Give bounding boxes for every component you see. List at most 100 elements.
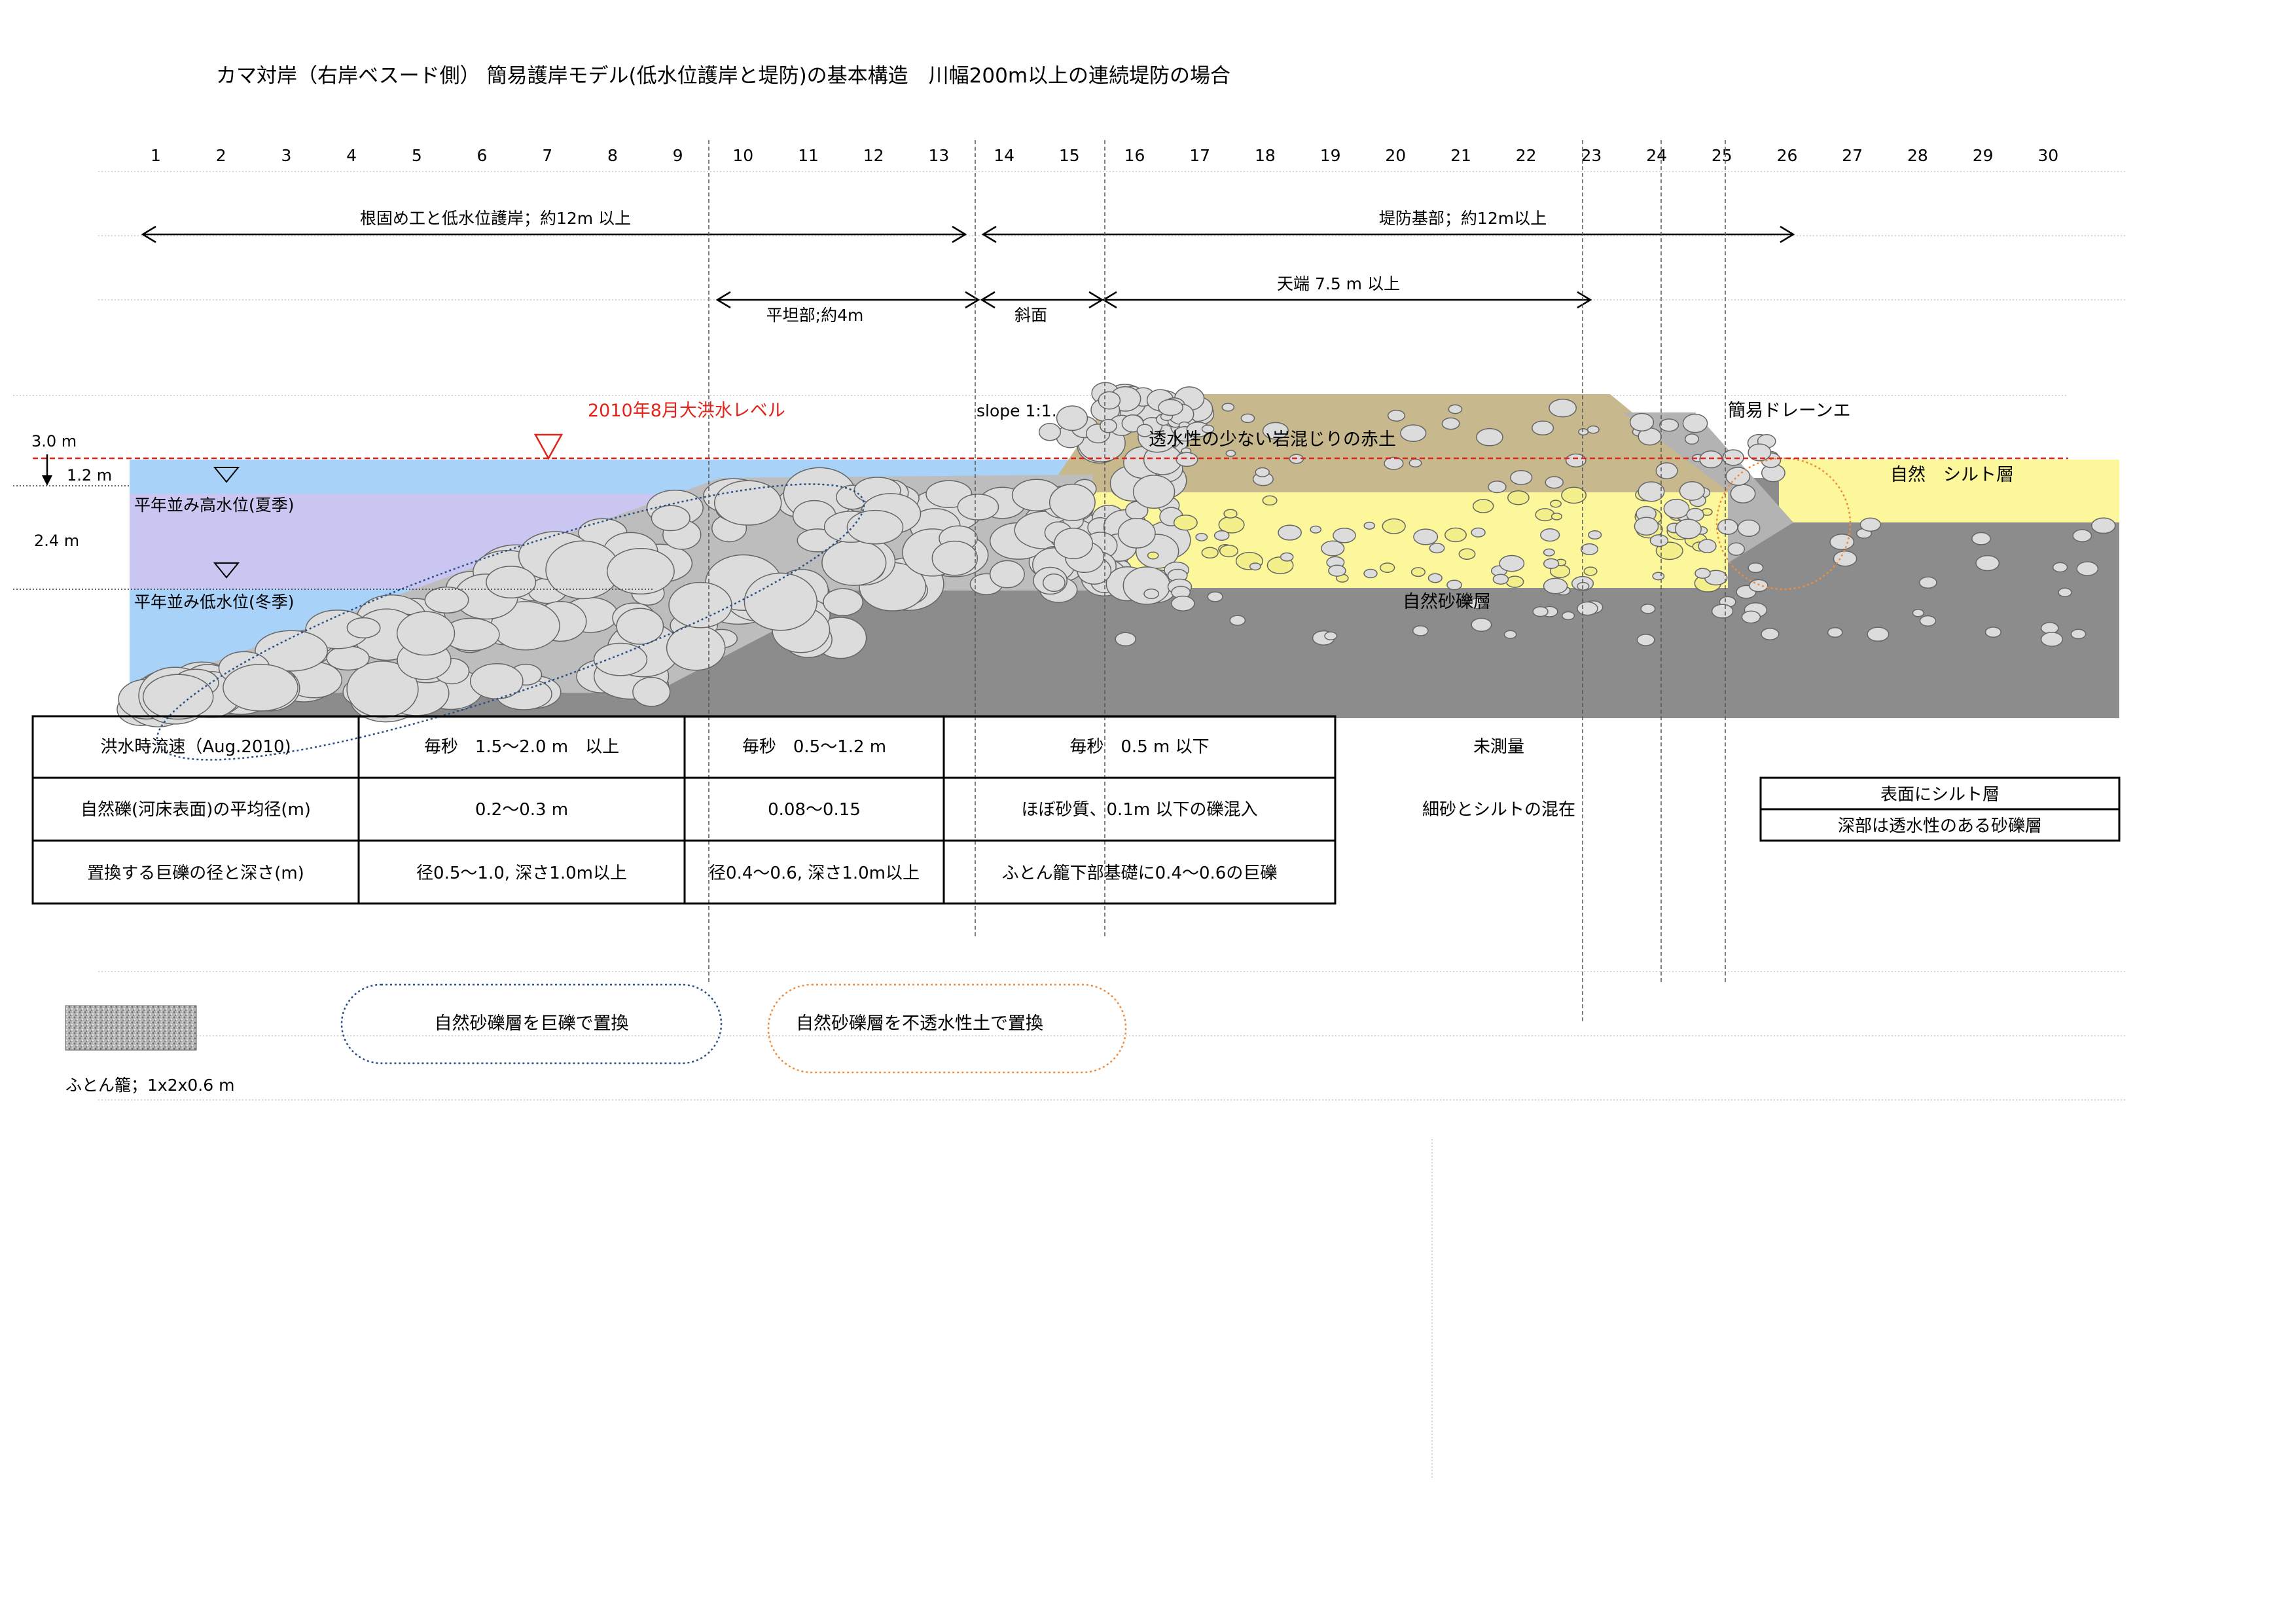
stone [1580, 543, 1599, 555]
stone [1471, 617, 1492, 632]
stone [1833, 551, 1857, 567]
stone [1975, 555, 2000, 572]
column-number: 18 [1255, 146, 1276, 165]
stone [1549, 398, 1577, 418]
stone [1578, 428, 1589, 436]
stone [1448, 404, 1463, 414]
stone [1638, 481, 1665, 502]
stone [1561, 486, 1587, 504]
stone [1122, 566, 1171, 605]
table-row2-c2: 0.08～0.15 [768, 800, 861, 820]
replacement-zone-orange [1715, 457, 1852, 591]
dimension-crest: 天端 7.5 m 以上 [1277, 274, 1400, 293]
height-3m: 3.0 m [31, 432, 77, 450]
stone [1577, 581, 1590, 591]
stone [1695, 568, 1711, 579]
red-soil-label: 透水性の少ない岩混じりの赤土 [1149, 429, 1396, 450]
stone [1223, 509, 1238, 519]
stone [1471, 527, 1486, 538]
stone [1158, 399, 1183, 416]
stone [1488, 481, 1507, 494]
stone [1468, 598, 1486, 610]
stone [1663, 498, 1690, 519]
column-number: 6 [477, 146, 488, 165]
dimension-toe-revetment: 根固め工と低水位護岸；約12m 以上 [360, 209, 631, 228]
table-row3-c1: 径0.5～1.0, 深さ1.0m以上 [416, 864, 627, 883]
stone [1867, 627, 1890, 642]
stone [632, 677, 671, 707]
stone [1324, 631, 1338, 641]
table-row1-c3: 毎秒 0.5 m 以下 [1069, 737, 1209, 757]
legend-blue-zone-label: 自然砂礫層を巨礫で置換 [435, 1013, 629, 1034]
stone [1117, 518, 1156, 549]
stone [1380, 562, 1395, 573]
stone [1543, 548, 1555, 556]
stone [1550, 500, 1562, 508]
stone [424, 586, 469, 614]
column-number: 9 [673, 146, 683, 165]
stone [1551, 513, 1562, 520]
stone [1655, 541, 1683, 560]
stone [1280, 552, 1294, 562]
stone [1446, 579, 1462, 591]
stone [1761, 628, 1780, 640]
column-number: 15 [1059, 146, 1080, 165]
stone [1827, 627, 1843, 638]
column-number: 30 [2037, 146, 2058, 165]
dimension-flat-section: 平坦部;約4m [766, 306, 864, 325]
stone [2076, 561, 2099, 576]
stones-boulders [117, 382, 2116, 727]
stone [326, 646, 370, 671]
stone [1049, 483, 1096, 521]
water-level-lines [13, 485, 655, 590]
stone [1410, 567, 1426, 577]
table-row2-c4: 細砂とシルトの混在 [1422, 800, 1575, 820]
stone [1532, 606, 1549, 617]
column-number: 5 [412, 146, 422, 165]
natural-silt-label: 自然 シルト層 [1890, 465, 2014, 485]
stone [1829, 534, 1855, 551]
column-number: 22 [1516, 146, 1537, 165]
grid-lines [13, 171, 2127, 1480]
column-number: 8 [607, 146, 618, 165]
stone [1698, 539, 1717, 553]
gabion-label: ふとん籠；1x2x0.6 m [65, 1076, 234, 1095]
table-row1-c4: 未測量 [1473, 737, 1524, 757]
stone [1545, 476, 1564, 489]
stone [346, 661, 419, 718]
stone [1249, 562, 1261, 571]
column-number: 26 [1777, 146, 1798, 165]
stone [1748, 562, 1764, 574]
stone [1711, 604, 1734, 619]
stone [1725, 467, 1751, 486]
stone [1201, 547, 1219, 559]
column-number: 2 [216, 146, 226, 165]
column-number: 1 [151, 146, 161, 165]
table-row2-c3: ほぼ砂質、0.1m 以下の礫混入 [1022, 800, 1258, 820]
stone [1100, 418, 1117, 433]
stone [957, 493, 999, 520]
stone [1171, 595, 1195, 611]
stone [1727, 542, 1746, 556]
stone [346, 617, 381, 639]
natural-gravel-label: 自然砂礫層 [1403, 592, 1491, 612]
summer-level-marker [213, 467, 240, 483]
stone [1221, 403, 1235, 412]
stone [666, 625, 726, 671]
drain-label: 簡易ドレーンエ [1728, 401, 1851, 421]
stone [1583, 566, 1598, 576]
stone [1229, 615, 1246, 626]
stone [821, 539, 887, 586]
stone [1532, 420, 1554, 436]
stone [1056, 405, 1088, 431]
stone [1640, 604, 1656, 614]
stone [1919, 615, 1937, 627]
stone [1310, 525, 1322, 534]
stone [1278, 524, 1302, 541]
stone [1328, 564, 1346, 577]
stone [1509, 469, 1533, 485]
stone [1387, 409, 1406, 422]
stone [223, 663, 298, 712]
stone [1505, 575, 1524, 588]
stone [713, 480, 782, 526]
